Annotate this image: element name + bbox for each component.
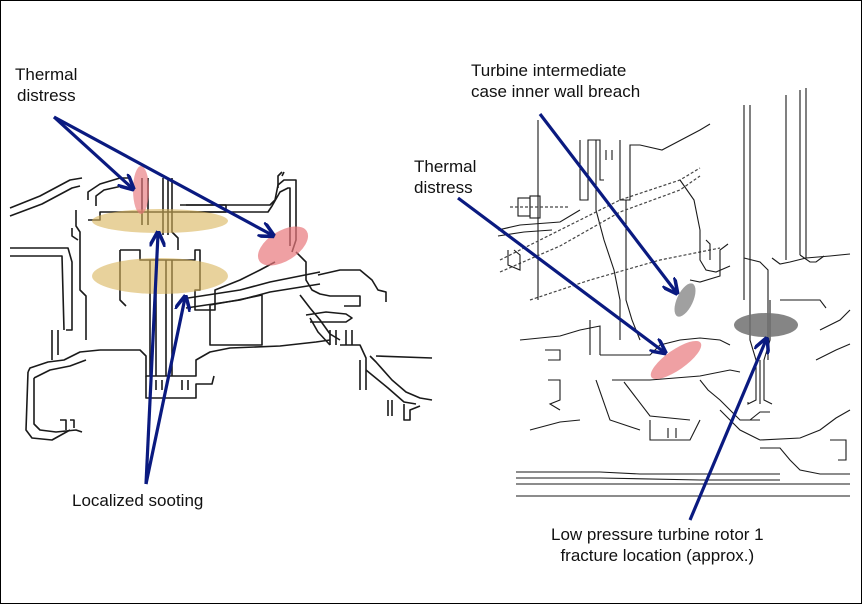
- label-line: case inner wall breach: [471, 82, 641, 101]
- label-line: distress: [414, 178, 473, 197]
- label-thermal-distress-left: Thermal distress: [15, 64, 77, 106]
- arrow-thermal-left-2: [53, 115, 272, 235]
- arrow-thermal-left-1: [52, 115, 132, 188]
- arrows: [52, 113, 766, 521]
- arrow-tic-breach: [538, 113, 676, 292]
- label-thermal-distress-right: Thermal distress: [414, 156, 476, 198]
- label-line: fracture location (approx.): [560, 546, 755, 565]
- thermal-highlight-left-top: [133, 166, 149, 214]
- label-line: Thermal: [414, 157, 477, 176]
- left-engine-section: [9, 171, 433, 441]
- label-tic-breach: Turbine intermediate case inner wall bre…: [471, 60, 640, 102]
- label-localized-sooting: Localized sooting: [72, 490, 203, 511]
- thermal-highlight-left-right: [257, 226, 309, 266]
- highlights: [92, 166, 798, 380]
- arrow-sooting-1: [144, 234, 158, 485]
- breach-highlight: [674, 283, 696, 317]
- sooting-highlight-upper: [92, 209, 228, 233]
- fracture-highlight: [734, 313, 798, 337]
- label-line: Turbine intermediate: [471, 61, 627, 80]
- thermal-highlight-right: [650, 340, 702, 380]
- label-line: Localized sooting: [72, 491, 204, 510]
- label-line: Thermal: [15, 65, 78, 84]
- arrow-lpt-fracture: [688, 340, 766, 521]
- arrow-sooting-2: [144, 298, 185, 485]
- label-line: distress: [17, 86, 76, 105]
- arrow-thermal-right: [457, 196, 664, 352]
- sooting-highlight-lower: [92, 258, 228, 294]
- label-line: Low pressure turbine rotor 1: [551, 525, 764, 544]
- label-lpt-fracture: Low pressure turbine rotor 1 fracture lo…: [551, 524, 764, 566]
